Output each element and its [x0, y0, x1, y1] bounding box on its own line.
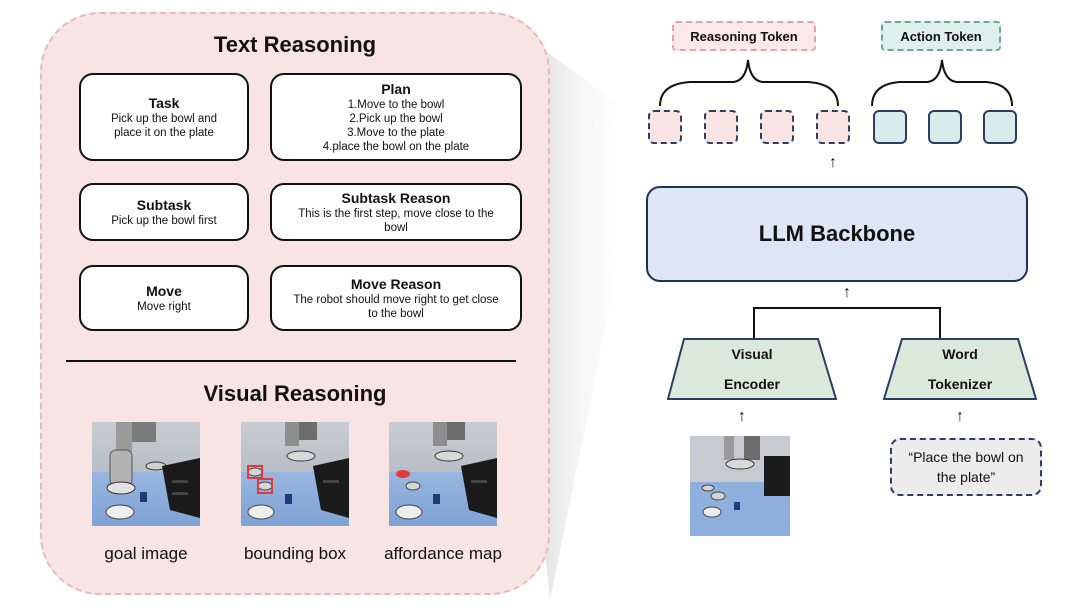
action-token-brace — [871, 59, 1013, 107]
plan-card-title: Plan — [381, 80, 411, 97]
word-tokenizer-shape — [882, 338, 1038, 400]
task-card: Task Pick up the bowl and place it on th… — [79, 73, 249, 161]
arrow-up-icon: ↑ — [829, 154, 837, 171]
bbox-highlight — [257, 478, 273, 494]
action-token — [873, 110, 907, 144]
word-tokenizer: Word Tokenizer — [884, 339, 1036, 399]
reasoning-token — [704, 110, 738, 144]
bounding-box-caption: bounding box — [243, 544, 347, 563]
visual-encoder-shape — [666, 338, 838, 400]
affordance-highlight — [396, 470, 410, 478]
move-card-title: Move — [146, 282, 182, 299]
goal-image-caption: goal image — [104, 544, 188, 563]
llm-backbone-label: LLM Backbone — [758, 221, 916, 246]
word-tokenizer-label-line1: Word — [942, 346, 978, 362]
input-scene-drawing — [690, 436, 790, 536]
instruction-text: “Place the bowl on the plate” — [908, 449, 1024, 485]
subtask-card-body: Pick up the bowl first — [111, 214, 217, 227]
reasoning-token — [816, 110, 850, 144]
visual-encoder-label-line2: Encoder — [723, 376, 780, 392]
section-divider — [66, 360, 516, 362]
move-card: Move Move right — [79, 265, 249, 331]
subtask-card: Subtask Pick up the bowl first — [79, 183, 249, 241]
llm-backbone-box: LLM Backbone — [646, 186, 1028, 282]
reasoning-token-brace — [659, 59, 839, 107]
reasoning-token — [760, 110, 794, 144]
plan-card-body: 1.Move to the bowl 2.Pick up the bowl 3.… — [322, 98, 470, 153]
subtask-reason-card-title: Subtask Reason — [341, 189, 451, 206]
task-card-body: Pick up the bowl and place it on the pla… — [110, 112, 218, 139]
arrow-up-icon: ↑ — [956, 408, 964, 425]
visual-reasoning-title: Visual Reasoning — [203, 381, 387, 406]
move-card-body: Move right — [137, 300, 191, 313]
arrow-up-icon: ↑ — [738, 408, 746, 425]
affordance-map-caption: affordance map — [384, 544, 502, 563]
bbox-highlight — [247, 465, 263, 479]
affordance-map-image — [389, 422, 497, 526]
subtask-reason-card-body: This is the first step, move close to th… — [298, 207, 494, 234]
task-card-title: Task — [148, 94, 180, 111]
reasoning-token-label: Reasoning Token — [672, 21, 816, 51]
word-tokenizer-label-line2: Tokenizer — [927, 376, 993, 392]
bounding-box-image — [241, 422, 349, 526]
arrow-up-icon: ↑ — [843, 284, 851, 301]
plan-card: Plan 1.Move to the bowl 2.Pick up the bo… — [270, 73, 522, 161]
reasoning-token — [648, 110, 682, 144]
move-reason-card-title: Move Reason — [350, 275, 442, 292]
visual-encoder-label-line1: Visual — [731, 346, 773, 362]
visual-encoder: Visual Encoder — [668, 339, 836, 399]
goal-image — [92, 422, 200, 526]
subtask-card-title: Subtask — [136, 196, 192, 213]
move-reason-card: Move Reason The robot should move right … — [270, 265, 522, 331]
text-reasoning-title: Text Reasoning — [213, 32, 377, 57]
action-token — [928, 110, 962, 144]
subtask-reason-card: Subtask Reason This is the first step, m… — [270, 183, 522, 241]
action-token-label: Action Token — [881, 21, 1001, 51]
move-reason-card-body: The robot should move right to get close… — [293, 293, 499, 320]
encoder-merge-connector — [753, 307, 941, 340]
action-token — [983, 110, 1017, 144]
instruction-text-box: “Place the bowl on the plate” — [890, 438, 1042, 496]
